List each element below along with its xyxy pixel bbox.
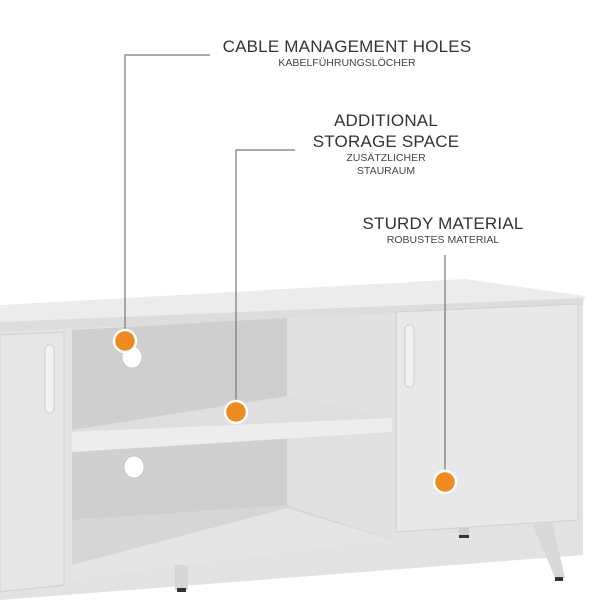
marker-dot-cable[interactable] — [112, 328, 138, 354]
callout-cable-management: CABLE MANAGEMENT HOLES KABELFÜHRUNGSLÖCH… — [223, 36, 472, 70]
callout-title: STURDY MATERIAL — [362, 214, 524, 233]
leg-middle — [175, 565, 188, 590]
callout-sturdy-material: STURDY MATERIAL ROBUSTES MATERIAL — [362, 213, 523, 247]
callout-title-line1: ADDITIONAL — [333, 111, 439, 130]
marker-dot-storage[interactable] — [223, 399, 249, 425]
callout-subtitle: ROBUSTES MATERIAL — [386, 234, 500, 246]
leg-middle-foot — [177, 588, 186, 592]
cable-hole-lower — [123, 455, 145, 479]
marker-dot-material[interactable] — [432, 469, 458, 495]
callout-title: CABLE MANAGEMENT HOLES — [222, 37, 472, 56]
leg-right-foot — [555, 577, 563, 581]
leg-back-foot — [459, 535, 469, 538]
callout-subtitle-line1: ZUSÄTZLICHER — [346, 152, 426, 164]
left-door-handle — [44, 344, 55, 414]
shelf-front — [72, 418, 392, 452]
callout-subtitle: KABELFÜHRUNGSLÖCHER — [278, 57, 416, 69]
leg-right — [533, 522, 565, 580]
leader-line-cable — [124, 54, 210, 332]
callout-title-line2: STORAGE SPACE — [312, 132, 460, 151]
callout-storage-space: ADDITIONAL STORAGE SPACE ZUSÄTZLICHER ST… — [313, 110, 460, 178]
leader-line-storage — [235, 149, 295, 402]
cabinet-top-edge — [0, 298, 583, 332]
callout-subtitle-line2: STAURAUM — [356, 165, 416, 177]
right-door-handle — [404, 324, 415, 388]
leg-back — [459, 528, 469, 536]
compartment-floor — [72, 508, 392, 580]
right-door — [395, 303, 579, 533]
